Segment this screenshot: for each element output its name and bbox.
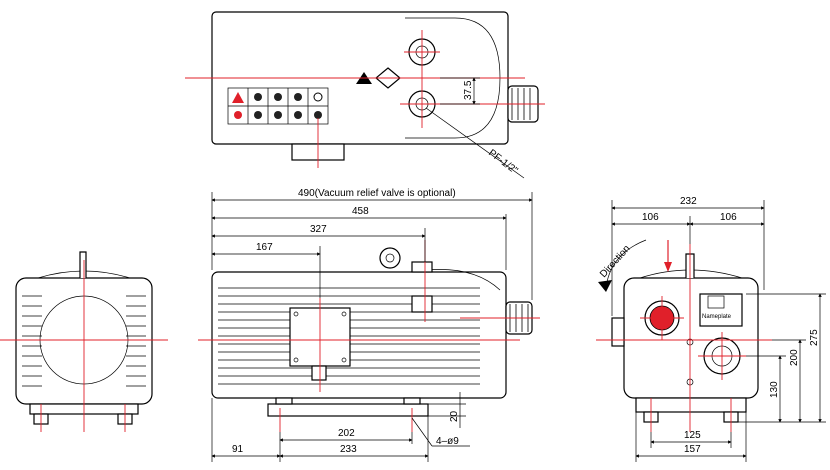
- dim-490: 490(Vacuum relief valve is optional): [298, 188, 456, 199]
- dim-106-right: 106: [720, 212, 737, 223]
- right-view-side-flange: [611, 317, 625, 347]
- top-view: 37.5 PF-1/2": [185, 11, 545, 179]
- dim-327: 327: [310, 224, 327, 235]
- dim-200: 200: [789, 349, 800, 366]
- dim-275: 275: [809, 329, 820, 346]
- front-view-body: [211, 271, 507, 399]
- dim-202: 202: [338, 428, 355, 439]
- right-view-base: [635, 397, 747, 413]
- dim-port-thread: PF-1/2": [486, 148, 520, 177]
- dim-167: 167: [256, 242, 273, 253]
- dim-157: 157: [684, 444, 701, 455]
- nameplate-label: Nameplate: [702, 314, 732, 320]
- front-view-cable-gland: [311, 365, 327, 381]
- front-view-relief-valve: [411, 261, 433, 273]
- dim-20: 20: [449, 410, 460, 422]
- front-view: 490(Vacuum relief valve is optional) 458…: [198, 188, 540, 462]
- dim-91: 91: [232, 444, 244, 455]
- dim-holes: 4–ø9: [436, 436, 459, 447]
- dim-130: 130: [769, 381, 780, 398]
- left-view-lifting-eye: [79, 251, 87, 278]
- dim-37-5: 37.5: [463, 80, 474, 100]
- front-view-lifting-eye: [379, 247, 401, 269]
- nameplate: [699, 293, 743, 327]
- left-end-view: [0, 251, 168, 432]
- right-end-view: Nameplate Direction 232 106 106: [596, 196, 826, 462]
- direction-label: Direction: [598, 243, 633, 280]
- warning-label-block: [227, 87, 329, 125]
- dim-106-left: 106: [642, 212, 659, 223]
- dim-458: 458: [352, 206, 369, 217]
- direction-arrow-icon: [598, 280, 612, 292]
- dim-232: 232: [680, 196, 697, 207]
- front-view-base: [267, 403, 429, 417]
- dim-233: 233: [340, 444, 357, 455]
- dim-125: 125: [684, 430, 701, 441]
